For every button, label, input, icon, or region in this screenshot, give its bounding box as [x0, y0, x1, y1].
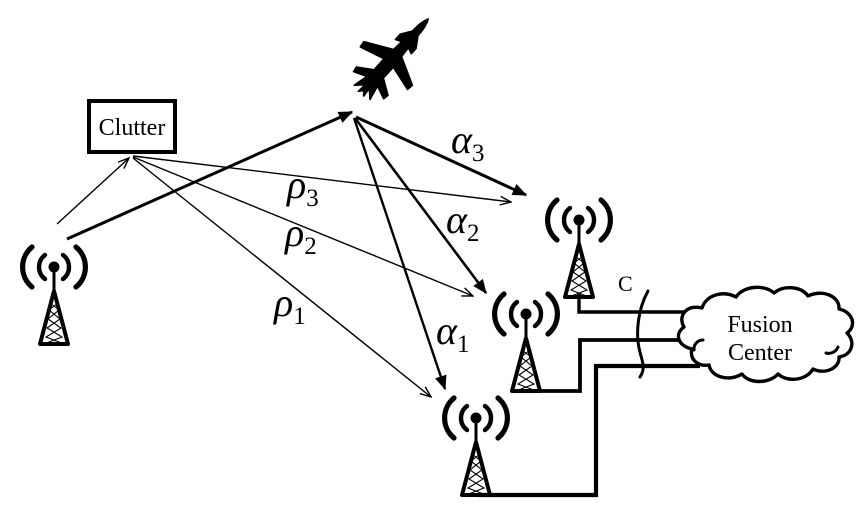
alpha3-label: α3	[451, 117, 485, 167]
signal-arrow-alpha3	[355, 115, 528, 197]
target-aircraft-icon	[352, 18, 430, 101]
alpha2-label: α2	[446, 197, 480, 247]
alpha1-symbol: α	[436, 308, 458, 353]
alpha2-symbol: α	[446, 197, 468, 242]
rho2-subscript: 2	[304, 233, 317, 260]
alpha3-symbol: α	[451, 117, 473, 162]
clutter-label: Clutter	[99, 115, 166, 141]
rho3-label: ρ3	[285, 162, 319, 212]
signal-arrow-rho1	[132, 157, 431, 397]
wire-receiver1-to-fusion	[577, 294, 700, 314]
signal-arrow-rho3	[132, 155, 511, 202]
fusion-center-label-line1: Fusion	[727, 312, 792, 338]
capacity-arc-icon	[636, 289, 650, 379]
alpha2-subscript: 2	[467, 220, 480, 247]
wire-receiver2-to-fusion	[528, 338, 700, 393]
rho1-label: ρ1	[272, 280, 306, 330]
receiver-antenna-1-icon	[548, 200, 611, 297]
signal-arrow-alpha2	[353, 117, 488, 294]
signal-arrow-rho2	[132, 156, 473, 296]
transmitter-antenna-icon	[23, 247, 86, 344]
signal-arrow-tx-to-target	[66, 110, 354, 241]
capacity-label: C	[618, 271, 633, 296]
rho3-subscript: 3	[306, 185, 319, 212]
alpha3-subscript: 3	[472, 140, 485, 167]
alpha1-label: α1	[436, 308, 470, 358]
wire-receiver3-to-fusion	[478, 363, 700, 498]
rho1-subscript: 1	[293, 303, 306, 330]
rho1-symbol: ρ	[272, 280, 293, 325]
signal-arrow-tx-to-clutter	[56, 158, 129, 225]
cloud-curl-left-icon	[692, 338, 705, 352]
fusion-center-label-line2: Center	[728, 340, 792, 366]
clutter-box	[87, 99, 177, 154]
receiver-antenna-2-icon	[495, 294, 558, 391]
signal-arrow-alpha1	[352, 117, 447, 391]
receiver-antenna-3-icon	[445, 398, 508, 495]
rho2-label: ρ2	[283, 210, 317, 260]
alpha1-subscript: 1	[457, 331, 470, 358]
rho3-symbol: ρ	[285, 162, 306, 207]
fusion-center-cloud-icon	[676, 285, 855, 384]
rho2-symbol: ρ	[283, 210, 304, 255]
cloud-curl-right-icon	[824, 345, 840, 355]
